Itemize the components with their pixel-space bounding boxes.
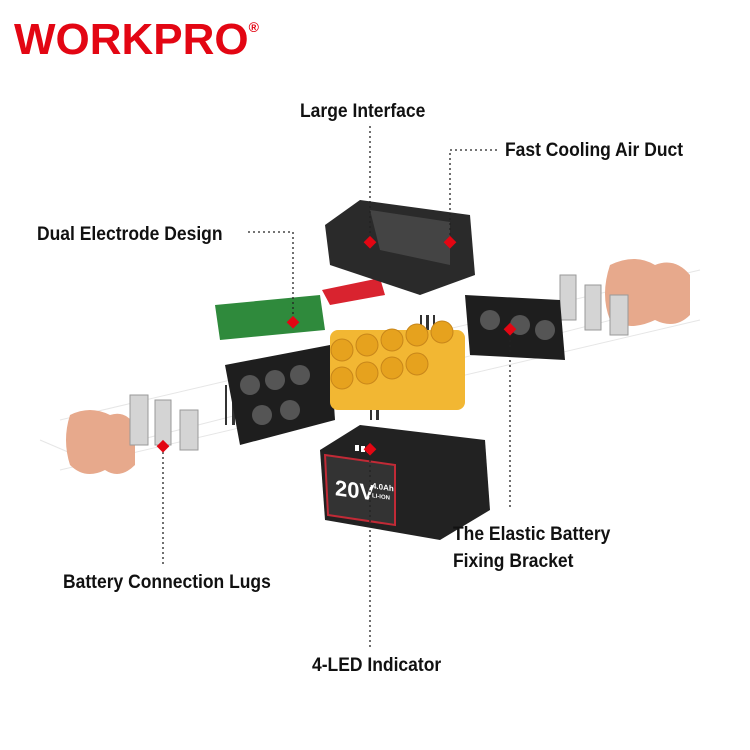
leader-lines — [162, 126, 511, 650]
red-latch — [322, 278, 385, 305]
registered-mark: ® — [248, 19, 259, 35]
connection-lugs-left — [129, 394, 199, 451]
voltage-text: 20V — [335, 475, 374, 505]
capacity-text: 4.0Ah — [372, 481, 394, 493]
label-elastic-bracket-line1: The Elastic Battery — [453, 524, 611, 545]
label-battery-connection-lugs: Battery Connection Lugs — [63, 572, 271, 593]
battery-cells — [330, 320, 465, 410]
cell-bracket-left — [225, 345, 335, 445]
label-4-led-indicator: 4-LED Indicator — [312, 655, 442, 676]
pcb-board — [215, 295, 325, 340]
label-large-interface: Large Interface — [300, 101, 426, 122]
connection-lugs-right — [559, 274, 629, 336]
model-text: LI-ION — [372, 493, 390, 501]
label-dual-electrode-design: Dual Electrode Design — [37, 224, 223, 245]
logo-text: WORKPRO — [14, 15, 249, 64]
label-fast-cooling-air-duct: Fast Cooling Air Duct — [505, 140, 684, 161]
workpro-logo: WORKPRO® — [14, 18, 259, 62]
red-markers — [156, 235, 517, 456]
copper-pad-left — [66, 410, 135, 474]
label-elastic-bracket-line2: Fixing Bracket — [453, 551, 574, 572]
